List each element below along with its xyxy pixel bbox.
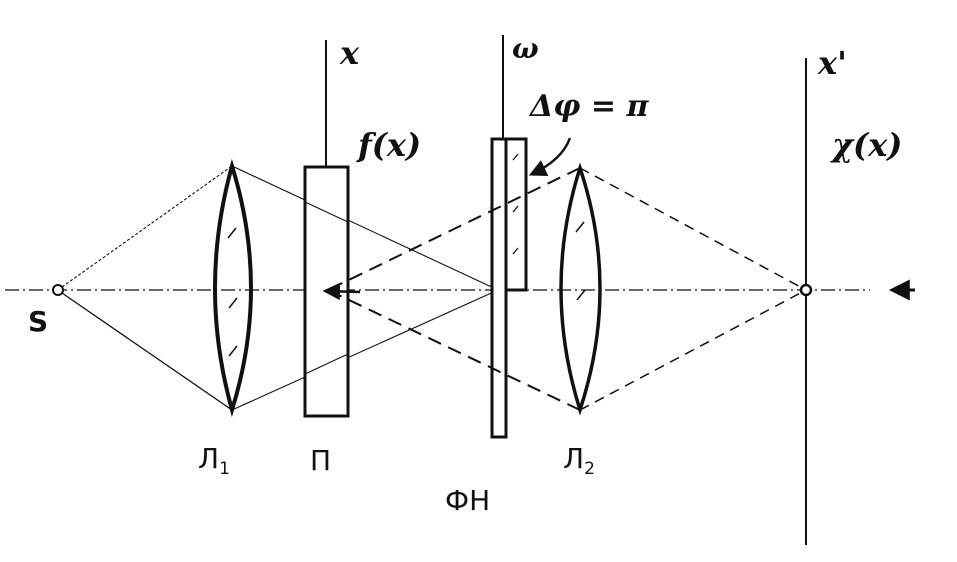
- phase-filter-plate: [490, 137, 508, 439]
- label-phase-shift: Δφ = π: [528, 89, 649, 124]
- lens-2: [559, 162, 602, 416]
- point-source: [52, 284, 64, 296]
- label-output-function: χ(x): [830, 126, 902, 164]
- output-point: [799, 283, 813, 297]
- ray-source-bottom: [61, 292, 233, 411]
- lens-2-hatch: [575, 221, 586, 301]
- dashed-ray-upper: [327, 167, 581, 291]
- transparency-rays: [304, 201, 349, 375]
- label-axis-omega: ω: [512, 32, 539, 65]
- dashed-output-top: [579, 167, 807, 291]
- label-phase-filter: ФН: [445, 484, 490, 517]
- label-lens-2: Л2: [563, 442, 595, 479]
- phase-step: [504, 137, 528, 292]
- ray-source-top: [61, 165, 233, 288]
- lens-1-hatch: [227, 227, 238, 357]
- label-source: S: [28, 305, 48, 338]
- label-axis-x-prime: x': [817, 44, 847, 82]
- ray-lens1-bottom: [231, 289, 499, 411]
- label-input-function: f(x): [356, 126, 421, 164]
- phase-pointer: [528, 137, 572, 177]
- label-axis-x: x: [339, 34, 360, 72]
- lens-1: [213, 158, 253, 418]
- label-transparency: П: [310, 444, 331, 477]
- phase-step-hatch: [512, 153, 519, 255]
- dashed-ray-lower: [327, 289, 581, 411]
- label-lens-1: Л1: [198, 442, 230, 479]
- focus-arrow: [322, 282, 361, 301]
- ray-lens1-top: [231, 165, 499, 291]
- dashed-output-bottom: [579, 289, 807, 411]
